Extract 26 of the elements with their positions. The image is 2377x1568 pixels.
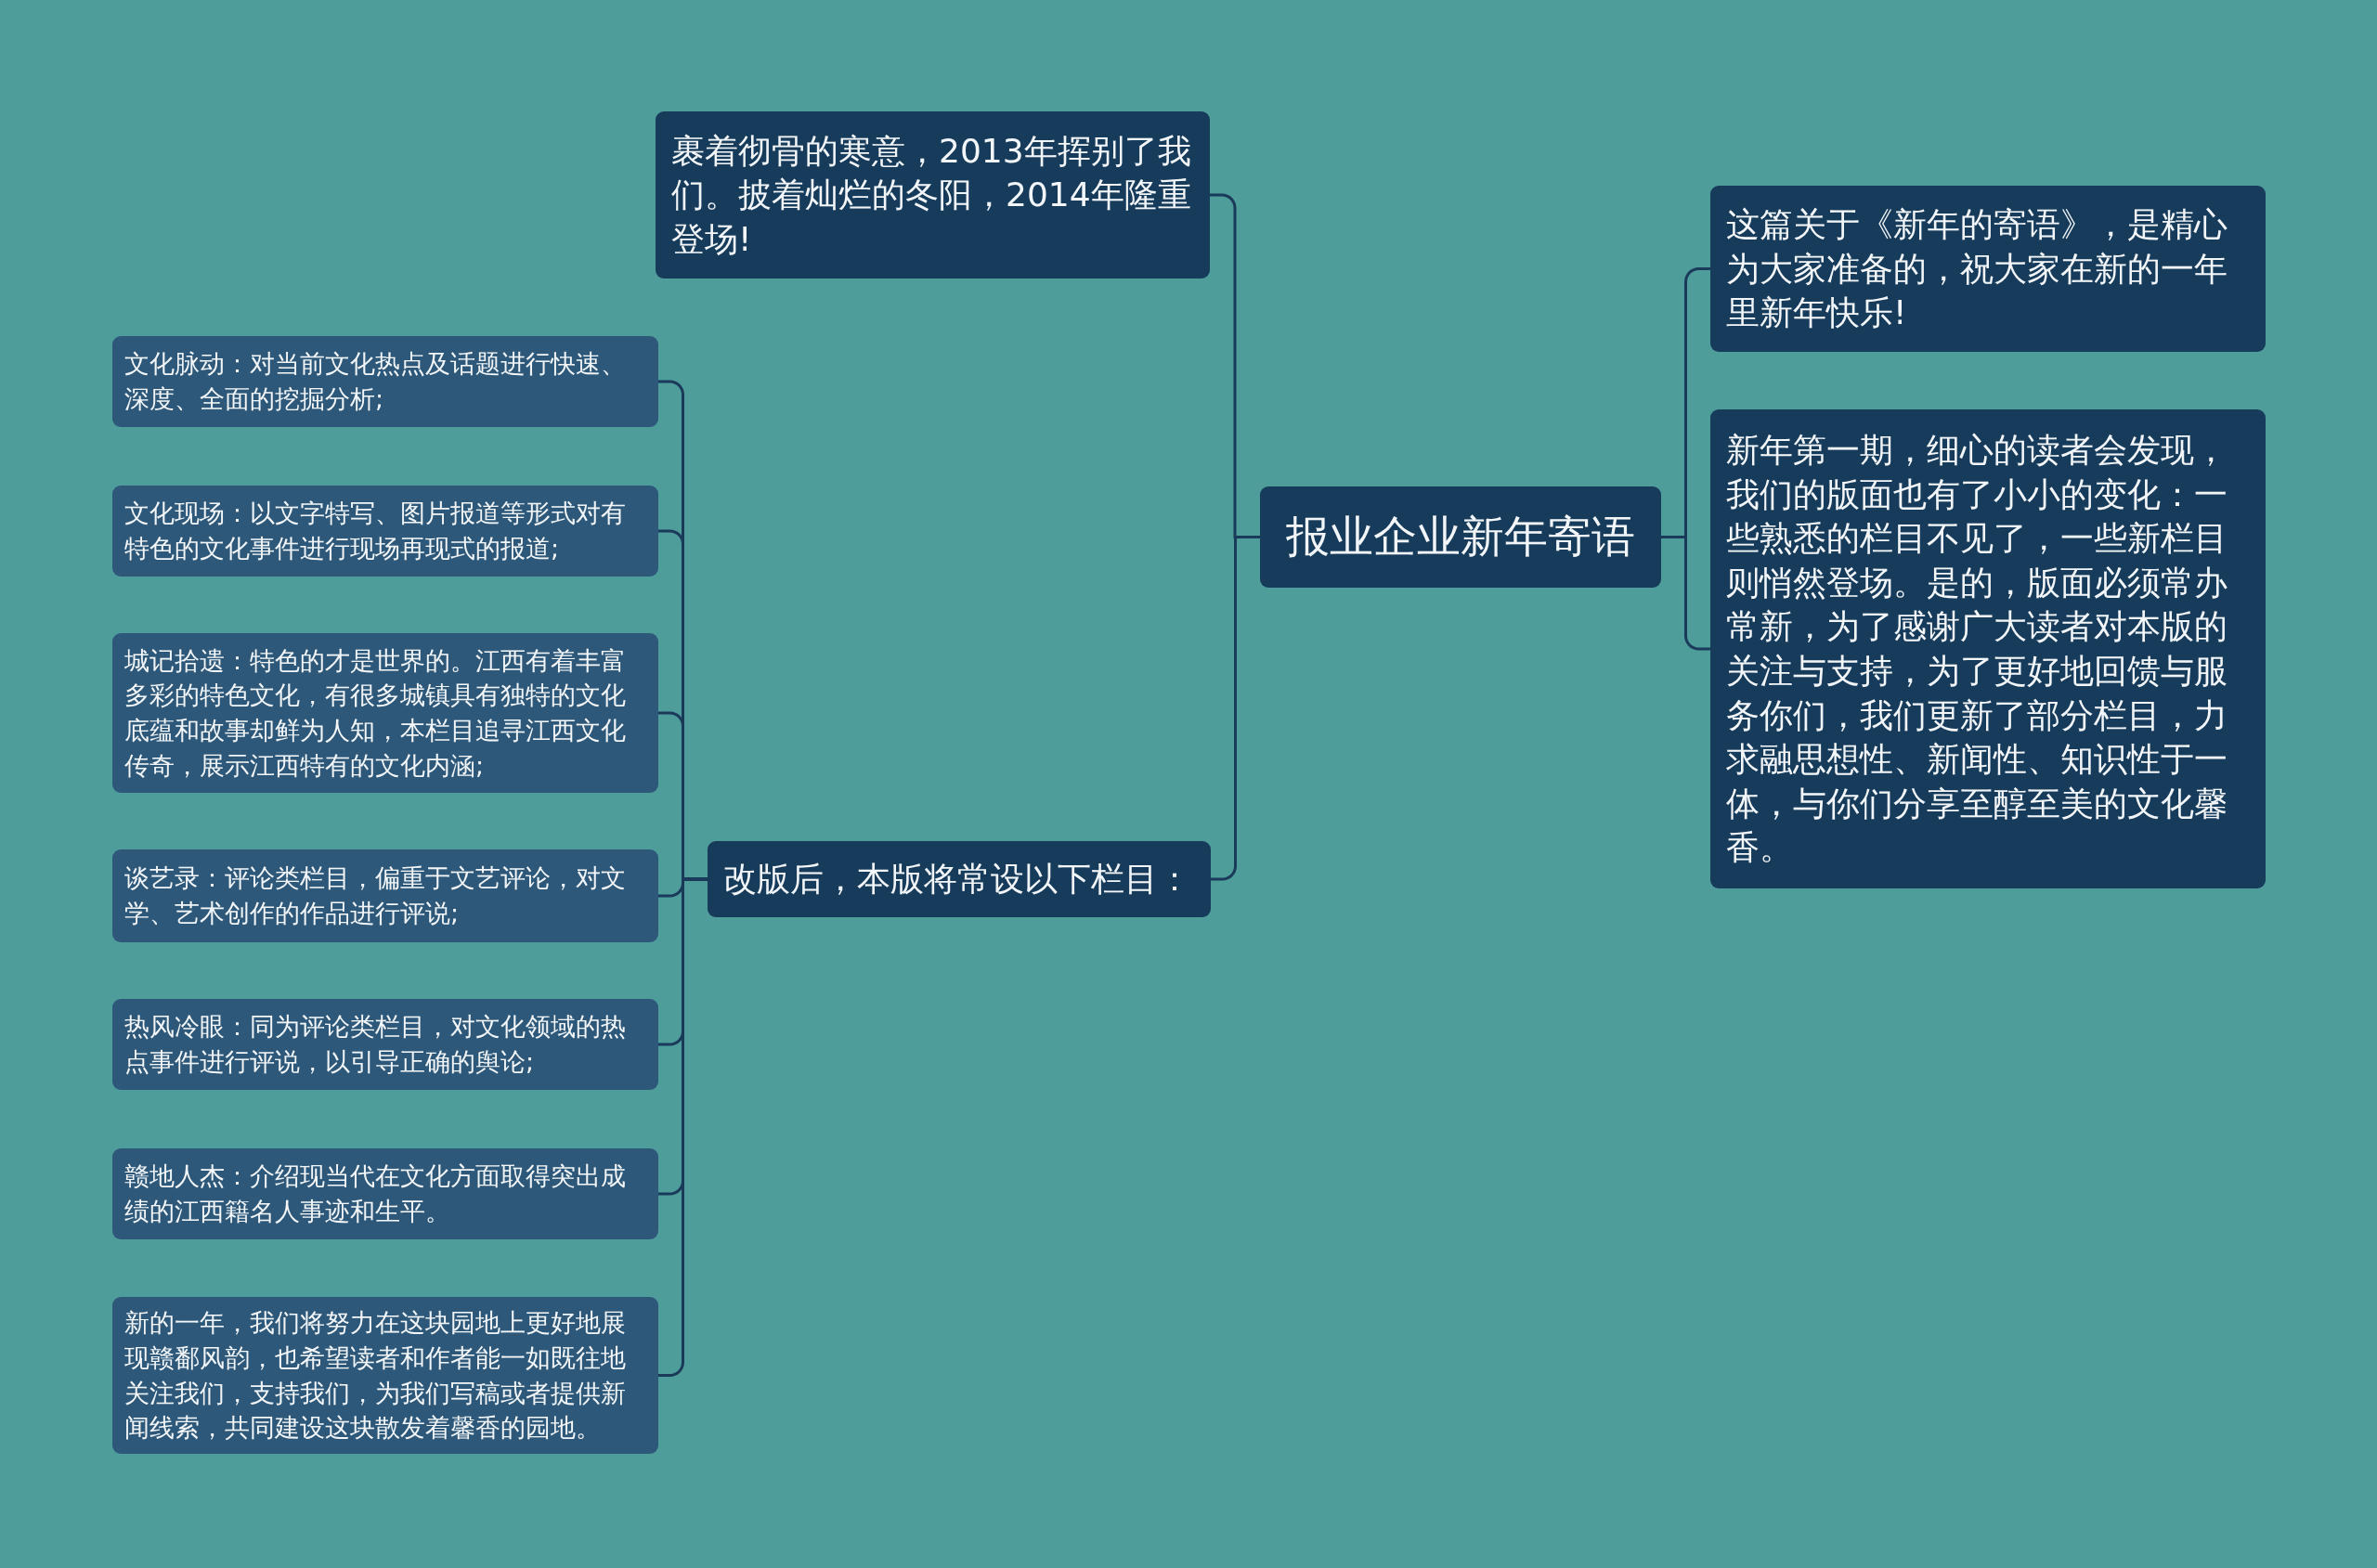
central-topic-text: 报业企业新年寄语 — [1286, 511, 1635, 564]
subtopic-text: 赣地人杰：介绍现当代在文化方面取得突出成绩的江西籍名人事迹和生平。 — [124, 1160, 627, 1227]
branch-box — [1710, 186, 2266, 352]
subtopic-box — [112, 633, 658, 793]
subtopic-box — [112, 486, 658, 577]
connector-line — [1661, 536, 1710, 651]
branch-text: 这篇关于《新年的寄语》，是精心为大家准备的，祝大家在新的一年里新年快乐! — [1726, 204, 2228, 334]
branch-text: 新年第一期，细心的读者会发现，我们的版面也有了小小的变化：一些熟悉的栏目不见了，一些新栏目则悄然登场。是的，版面必须常办常新，为了感谢广大读者对本版的关注与支持，为了更好地回馈与服务你们，我们更新了部分栏目，力求融思想性、新闻性、知识性于一体，与你们分享至醇至美的文化馨香。 — [1726, 430, 2228, 869]
branch-box — [708, 841, 1211, 917]
subtopic-text: 谈艺录：评论类栏目，偏重于文艺评论，对文学、艺术创作的作品进行评说; — [124, 862, 627, 929]
subtopic-box — [112, 999, 658, 1090]
subtopic-text: 文化现场：以文字特写、图片报道等形式对有特色的文化事件进行现场再现式的报道; — [124, 498, 627, 564]
branch-box — [1710, 409, 2266, 888]
subtopic-box — [112, 1148, 658, 1239]
subtopic-box — [112, 336, 658, 427]
connector-line — [1211, 536, 1260, 881]
subtopic-box — [112, 849, 658, 942]
central-topic-box — [1260, 486, 1661, 588]
branch-text: 改版后，本版将常设以下栏目： — [723, 859, 1191, 901]
subtopic-text: 文化脉动：对当前文化热点及话题进行快速、深度、全面的挖掘分析; — [124, 348, 627, 415]
branch-box — [656, 111, 1210, 279]
subtopic-text: 热风冷眼：同为评论类栏目，对文化领域的热点事件进行评说，以引导正确的舆论; — [124, 1011, 627, 1078]
subtopic-box — [112, 1297, 658, 1454]
branch-text: 裹着彻骨的寒意，2013年挥别了我们。披着灿烂的冬阳，2014年隆重登场! — [671, 130, 1192, 260]
subtopic-text: 新的一年，我们将努力在这块园地上更好地展现赣鄱风韵，也希望读者和作者能一如既往地关注我们，支持我们，为我们写稿或者提供新闻线索，共同建设这块散发着馨香的园地。 — [124, 1307, 627, 1444]
subtopic-text: 城记拾遗：特色的才是世界的。江西有着丰富多彩的特色文化，有很多城镇具有独特的文化底蕴和故事却鲜为人知，本栏目追寻江西文化传奇，展示江西特有的文化内涵; — [124, 644, 627, 782]
